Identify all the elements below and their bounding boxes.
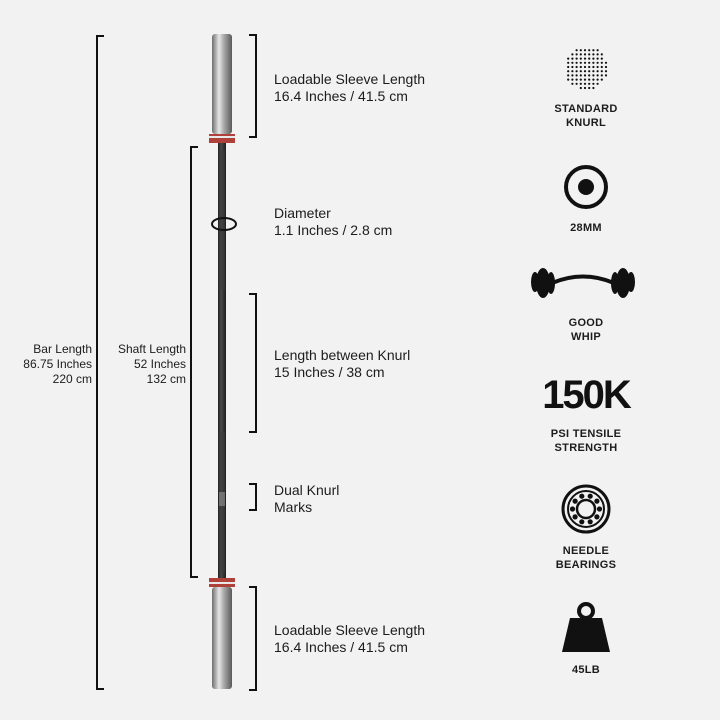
shaft-length-label: Shaft Length 52 Inches 132 cm	[118, 342, 186, 387]
sleeve-bottom-bracket	[249, 586, 257, 691]
knurl-gap-label: Length between Knurl 15 Inches / 38 cm	[274, 347, 410, 381]
feature-45lb: 45LB	[526, 663, 646, 677]
shaft-length-cm: 132 cm	[146, 372, 186, 386]
feature-caption-line: WHIP	[571, 331, 601, 343]
shaft-length-inches: 52 Inches	[133, 357, 186, 371]
sleeve-bottom-title: Loadable Sleeve Length	[274, 622, 426, 638]
feature-caption-line: 45LB	[571, 664, 601, 676]
knurl-gap-value: 15 Inches / 38 cm	[274, 364, 385, 380]
feature-caption-line: STRENGTH	[554, 442, 618, 454]
feature-caption-line: KNURL	[566, 117, 606, 129]
sleeve-top-value: 16.4 Inches / 41.5 cm	[274, 88, 408, 104]
knurl-gap-bracket	[249, 293, 257, 433]
dual-marks-bracket	[249, 483, 257, 511]
kettle-weight-icon	[562, 602, 610, 652]
shaft-length-bracket	[190, 146, 198, 578]
top-sleeve	[212, 34, 232, 134]
feature-caption-line: NEEDLE	[562, 545, 610, 557]
bar-length-inches: 86.75 Inches	[23, 357, 92, 371]
sleeve-top-title: Loadable Sleeve Length	[274, 71, 426, 87]
diameter-ring	[211, 217, 237, 231]
diameter-label: Diameter 1.1 Inches / 2.8 cm	[274, 205, 392, 239]
bar-length-cm: 220 cm	[52, 372, 92, 386]
bar-length-title: Bar Length	[33, 342, 92, 356]
needle-bearing-icon	[561, 484, 611, 534]
dual-marks-line2: Marks	[274, 499, 313, 515]
sleeve-bottom-value: 16.4 Inches / 41.5 cm	[274, 639, 408, 655]
feature-tensile-strength: 150K PSI TENSILE STRENGTH	[526, 373, 646, 455]
bar-length-bracket	[96, 35, 104, 690]
bar-length-label: Bar Length 86.75 Inches 220 cm	[23, 342, 92, 387]
feature-caption-line: PSI TENSILE	[550, 428, 622, 440]
bottom-sleeve	[212, 587, 232, 689]
feature-caption-line: GOOD	[568, 317, 604, 329]
bent-barbell-icon	[531, 268, 635, 298]
tensile-stat: 150K	[542, 373, 632, 417]
feature-caption-line: STANDARD	[554, 103, 618, 115]
dual-marks-line1: Dual Knurl	[274, 482, 340, 498]
knurl-pattern-icon	[567, 49, 608, 90]
diameter-title: Diameter	[274, 205, 331, 221]
shaft-length-title: Shaft Length	[117, 342, 186, 356]
diameter-value: 1.1 Inches / 2.8 cm	[274, 222, 393, 238]
feature-caption-line: BEARINGS	[555, 559, 617, 571]
top-collar	[209, 134, 235, 143]
sleeve-top-bracket	[249, 34, 257, 138]
feature-good-whip: GOOD WHIP	[526, 316, 646, 344]
target-diameter-icon	[564, 165, 608, 209]
sleeve-top-label: Loadable Sleeve Length 16.4 Inches / 41.…	[274, 71, 425, 105]
feature-needle-bearings: NEEDLE BEARINGS	[526, 544, 646, 572]
feature-28mm: 28MM	[526, 221, 646, 235]
sleeve-bottom-label: Loadable Sleeve Length 16.4 Inches / 41.…	[274, 622, 425, 656]
dual-marks-label: Dual Knurl Marks	[274, 482, 339, 516]
shaft	[218, 143, 226, 579]
feature-caption-line: 28MM	[570, 222, 602, 234]
feature-standard-knurl: STANDARD KNURL	[526, 102, 646, 130]
knurl-gap-title: Length between Knurl	[274, 347, 411, 363]
